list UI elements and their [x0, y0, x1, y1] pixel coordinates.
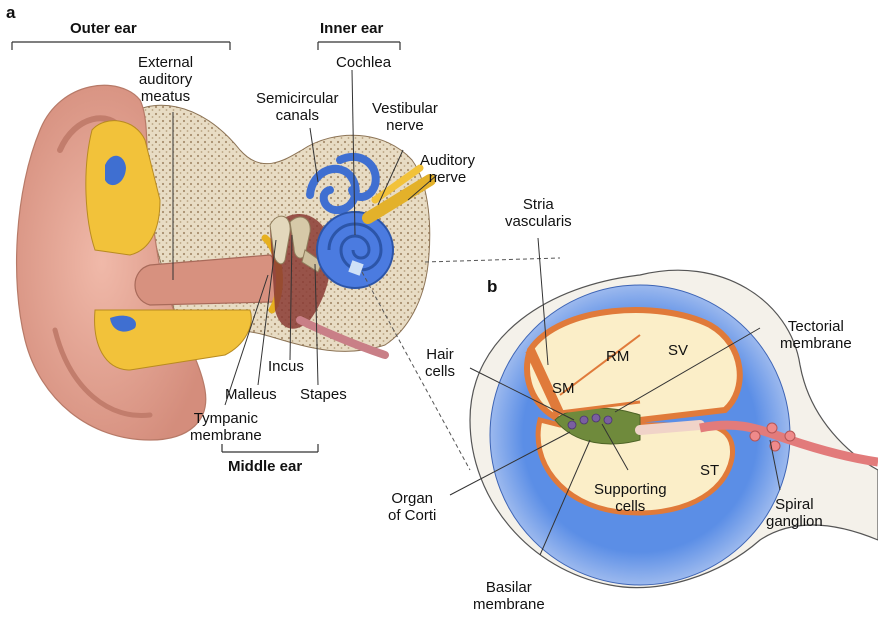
- inner-ear-heading: Inner ear: [320, 20, 383, 37]
- semicircular-canals-label: Semicircular canals: [256, 90, 339, 124]
- vestibular-nerve-label: Vestibular nerve: [372, 100, 438, 134]
- basilar-membrane-label: Basilar membrane: [473, 579, 545, 613]
- sm-label: SM: [552, 380, 575, 397]
- outer-ear-bracket: [12, 42, 230, 50]
- stapes-label: Stapes: [300, 386, 347, 403]
- hair-cells-label: Hair cells: [425, 346, 455, 380]
- sv-label: SV: [668, 342, 688, 359]
- panel-b-letter: b: [487, 278, 497, 295]
- rm-label: RM: [606, 348, 629, 365]
- stria-vascularis-label: Stria vascularis: [505, 196, 572, 230]
- auditory-nerve-label: Auditory nerve: [420, 152, 475, 186]
- st-label: ST: [700, 462, 719, 479]
- tympanic-membrane-label: Tympanic membrane: [190, 410, 262, 444]
- outer-ear-heading: Outer ear: [70, 20, 137, 37]
- organ-of-corti-label: Organ of Corti: [388, 490, 436, 524]
- panel-a-letter: a: [6, 4, 15, 21]
- spiral-ganglion-label: Spiral ganglion: [766, 496, 823, 530]
- cochlea-label: Cochlea: [336, 54, 391, 71]
- malleus-label: Malleus: [225, 386, 277, 403]
- supporting-cells-label: Supporting cells: [594, 481, 667, 515]
- middle-ear-heading: Middle ear: [228, 458, 302, 475]
- tectorial-membrane-label: Tectorial membrane: [780, 318, 852, 352]
- incus-label: Incus: [268, 358, 304, 375]
- inner-ear-bracket: [318, 42, 400, 50]
- middle-ear-bracket: [222, 444, 318, 452]
- external-auditory-meatus-label: External auditory meatus: [138, 54, 193, 105]
